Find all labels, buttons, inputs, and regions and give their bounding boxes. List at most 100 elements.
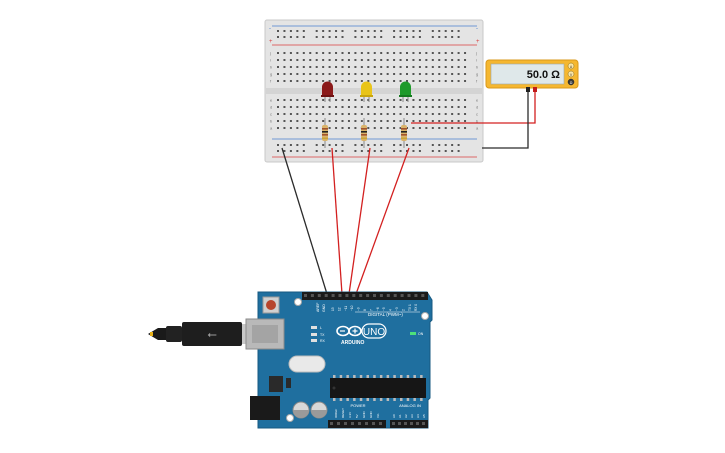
breadboard-hole[interactable] — [296, 120, 299, 122]
header-pin[interactable] — [331, 294, 335, 297]
breadboard-hole[interactable] — [406, 66, 408, 68]
breadboard-hole[interactable] — [360, 66, 363, 68]
breadboard-hole[interactable] — [354, 73, 357, 75]
breadboard-hole[interactable] — [360, 144, 363, 146]
breadboard-hole[interactable] — [360, 99, 363, 101]
breadboard-hole[interactable] — [309, 99, 312, 101]
breadboard-hole[interactable] — [457, 73, 460, 75]
breadboard-hole[interactable] — [289, 66, 292, 68]
breadboard-hole[interactable] — [399, 99, 402, 101]
breadboard-hole[interactable] — [431, 52, 434, 54]
breadboard-hole[interactable] — [283, 30, 286, 32]
breadboard-hole[interactable] — [367, 80, 370, 82]
breadboard-hole[interactable] — [444, 120, 447, 122]
breadboard-hole[interactable] — [438, 113, 441, 115]
breadboard-hole[interactable] — [315, 127, 318, 129]
multimeter-probe-plus[interactable] — [533, 87, 537, 92]
breadboard-hole[interactable] — [444, 59, 447, 61]
breadboard-hole[interactable] — [399, 144, 402, 146]
breadboard-hole[interactable] — [425, 73, 428, 75]
breadboard-hole[interactable] — [457, 127, 460, 129]
breadboard-hole[interactable] — [451, 36, 454, 38]
breadboard-hole[interactable] — [412, 52, 415, 54]
breadboard-hole[interactable] — [335, 144, 338, 146]
breadboard-hole[interactable] — [386, 73, 389, 75]
breadboard-hole[interactable] — [406, 80, 408, 82]
header-pin[interactable] — [358, 422, 361, 425]
breadboard-hole[interactable] — [341, 150, 344, 152]
breadboard-hole[interactable] — [451, 52, 454, 54]
breadboard-hole[interactable] — [302, 106, 305, 108]
breadboard-hole[interactable] — [277, 127, 279, 129]
breadboard-hole[interactable] — [335, 80, 338, 82]
breadboard-hole[interactable] — [457, 120, 460, 122]
breadboard-hole[interactable] — [412, 99, 415, 101]
breadboard-hole[interactable] — [393, 52, 396, 54]
breadboard-hole[interactable] — [296, 52, 299, 54]
breadboard-hole[interactable] — [464, 127, 467, 129]
breadboard-hole[interactable] — [386, 80, 389, 82]
breadboard-hole[interactable] — [464, 113, 467, 115]
breadboard-hole[interactable] — [393, 106, 396, 108]
breadboard-hole[interactable] — [438, 120, 441, 122]
breadboard-hole[interactable] — [328, 150, 331, 152]
breadboard-hole[interactable] — [451, 73, 454, 75]
header-pin[interactable] — [352, 294, 356, 297]
breadboard-hole[interactable] — [457, 150, 460, 152]
header-pin[interactable] — [379, 294, 383, 297]
breadboard-hole[interactable] — [464, 52, 467, 54]
breadboard-hole[interactable] — [412, 150, 415, 152]
breadboard-hole[interactable] — [399, 127, 402, 129]
breadboard-hole[interactable] — [380, 73, 383, 75]
header-pin[interactable] — [404, 422, 407, 425]
breadboard-hole[interactable] — [302, 99, 305, 101]
breadboard-hole[interactable] — [322, 36, 325, 38]
breadboard-hole[interactable] — [302, 144, 305, 146]
breadboard-hole[interactable] — [373, 120, 376, 122]
breadboard-hole[interactable] — [289, 99, 292, 101]
breadboard-hole[interactable] — [431, 73, 434, 75]
breadboard-hole[interactable] — [373, 150, 376, 152]
header-pin[interactable] — [337, 422, 340, 425]
breadboard-hole[interactable] — [380, 52, 383, 54]
breadboard-hole[interactable] — [464, 106, 467, 108]
breadboard-hole[interactable] — [277, 30, 279, 32]
breadboard-hole[interactable] — [457, 36, 460, 38]
breadboard-hole[interactable] — [418, 52, 421, 54]
breadboard-hole[interactable] — [406, 144, 408, 146]
breadboard-hole[interactable] — [438, 99, 441, 101]
breadboard-hole[interactable] — [335, 52, 338, 54]
breadboard-hole[interactable] — [373, 106, 376, 108]
breadboard-hole[interactable] — [451, 144, 454, 146]
breadboard-hole[interactable] — [444, 150, 447, 152]
breadboard-hole[interactable] — [399, 80, 402, 82]
breadboard-hole[interactable] — [393, 30, 396, 32]
breadboard-hole[interactable] — [380, 113, 383, 115]
breadboard-hole[interactable] — [354, 30, 357, 32]
breadboard-hole[interactable] — [373, 113, 376, 115]
breadboard-hole[interactable] — [418, 66, 421, 68]
breadboard-hole[interactable] — [464, 59, 467, 61]
breadboard-hole[interactable] — [386, 120, 389, 122]
breadboard-hole[interactable] — [451, 66, 454, 68]
breadboard-hole[interactable] — [315, 144, 318, 146]
breadboard-hole[interactable] — [283, 150, 286, 152]
breadboard-hole[interactable] — [451, 120, 454, 122]
breadboard-hole[interactable] — [367, 59, 370, 61]
breadboard-hole[interactable] — [277, 59, 279, 61]
breadboard-hole[interactable] — [380, 144, 383, 146]
breadboard-hole[interactable] — [302, 66, 305, 68]
breadboard-hole[interactable] — [341, 106, 344, 108]
breadboard-hole[interactable] — [412, 66, 415, 68]
header-pin[interactable] — [414, 294, 418, 297]
breadboard-hole[interactable] — [386, 52, 389, 54]
breadboard-hole[interactable] — [457, 80, 460, 82]
breadboard-hole[interactable] — [328, 36, 331, 38]
breadboard-hole[interactable] — [315, 30, 318, 32]
breadboard-hole[interactable] — [406, 30, 408, 32]
breadboard-hole[interactable] — [451, 59, 454, 61]
breadboard-hole[interactable] — [425, 99, 428, 101]
breadboard-hole[interactable] — [335, 73, 338, 75]
breadboard-hole[interactable] — [283, 59, 286, 61]
